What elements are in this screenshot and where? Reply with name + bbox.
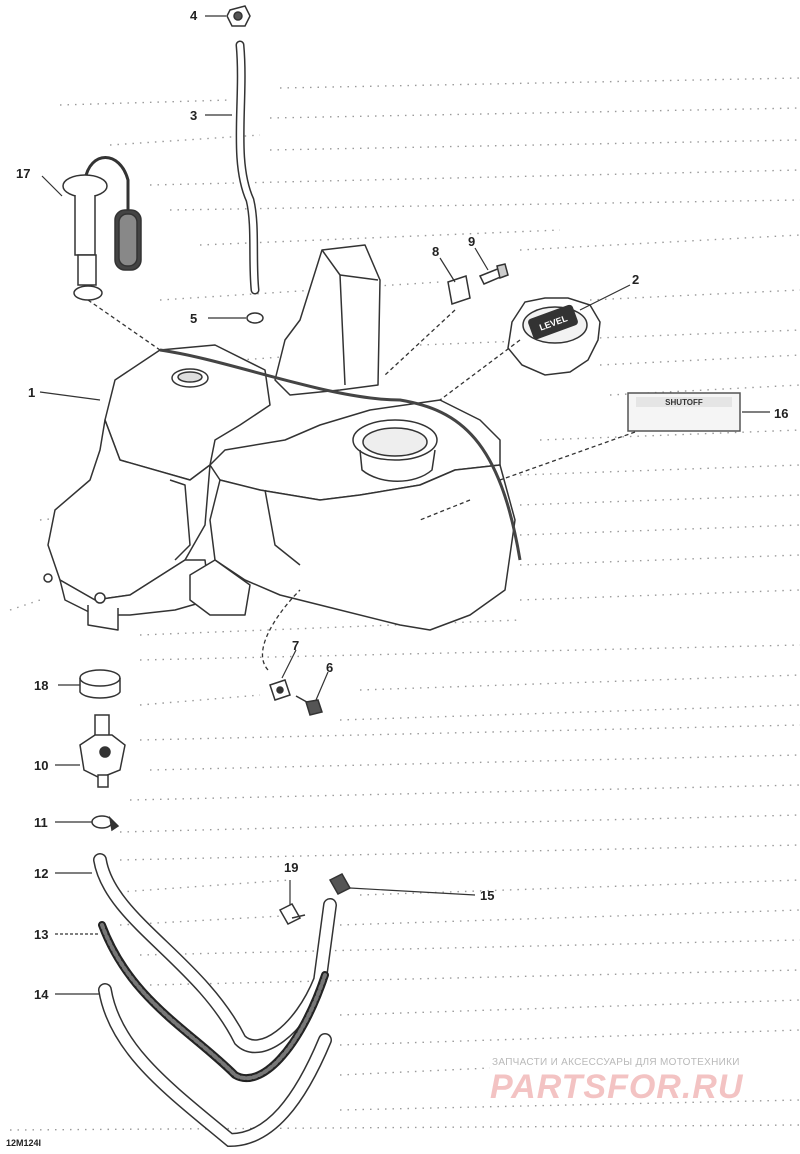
callout-labels: 4 3 17 8 9 2 5 1 16 7 6 18 10 11 12 19 1… [16,8,788,1002]
reference-code: 12M124I [6,1138,42,1148]
shutoff-valve-10 [79,714,126,788]
callout-17: 17 [16,166,30,181]
callout-4: 4 [190,8,198,23]
vent-cap [226,5,251,27]
callout-8: 8 [432,244,439,259]
callout-9: 9 [468,234,475,249]
callout-13: 13 [34,927,48,942]
fuel-cap: LEVEL [507,297,601,376]
label-16-text: SHUTOFF [665,398,703,407]
callout-18: 18 [34,678,48,693]
hose-13 [98,921,329,1083]
callout-16: 16 [774,406,788,421]
callout-12: 12 [34,866,48,881]
callout-10: 10 [34,758,48,773]
clip-7 [269,679,291,701]
clamp-5 [246,312,264,324]
label-16: SHUTOFF [627,392,741,432]
callout-3: 3 [190,108,197,123]
callout-19: 19 [284,860,298,875]
clip-19 [278,903,306,925]
bracket-8 [447,275,471,305]
hose-14 [98,983,332,1148]
callout-5: 5 [190,311,197,326]
leader-lines [39,15,770,995]
clamp-11 [91,815,120,832]
watermark-logo: PARTSFOR.RU [490,1068,744,1106]
watermark-tagline: ЗАПЧАСТИ И АКСЕССУАРЫ ДЛЯ МОТОТЕХНИКИ [492,1057,740,1068]
callout-2: 2 [632,272,639,287]
fuel-tank [43,244,522,631]
callout-7: 7 [292,638,299,653]
fuel-hose-12 [93,853,337,1054]
callout-6: 6 [326,660,333,675]
fuel-level-sender [62,156,142,301]
callout-15: 15 [480,888,494,903]
screw-6 [295,695,323,716]
callout-1: 1 [28,385,35,400]
background-dotted-lines [9,77,800,1131]
seal-ring-18 [79,669,121,699]
callout-14: 14 [34,987,49,1002]
screw-9 [478,263,509,285]
callout-11: 11 [34,815,48,830]
assembly-arrows [87,299,636,671]
fitting-15 [328,873,352,895]
